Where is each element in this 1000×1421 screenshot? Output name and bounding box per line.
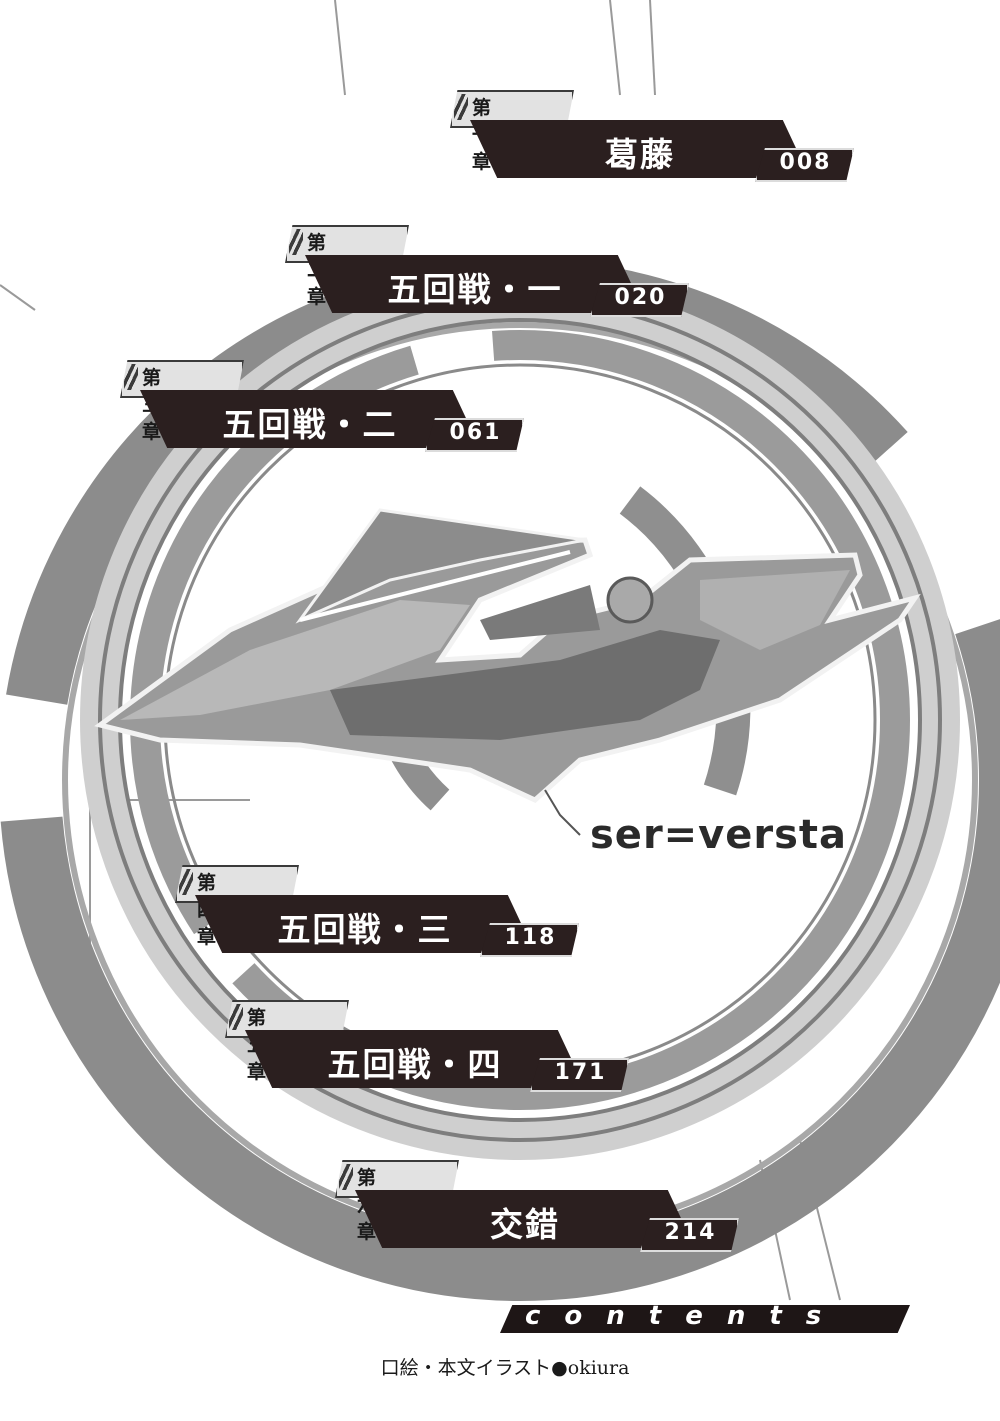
page-number: 020 xyxy=(614,285,667,310)
chapter-band xyxy=(245,1030,585,1088)
chapter-band xyxy=(140,390,480,448)
page-number: 171 xyxy=(554,1060,607,1085)
chapter-band xyxy=(305,255,645,313)
page-number: 061 xyxy=(449,420,502,445)
chapter-title: 五回戦・二 xyxy=(222,405,398,444)
slash-mark-icon xyxy=(454,94,468,120)
chapter-title: 五回戦・四 xyxy=(327,1045,503,1084)
page-number: 118 xyxy=(504,925,557,950)
page-number-box xyxy=(755,148,854,182)
slash-mark-icon xyxy=(229,1004,243,1030)
chapter-title: 葛藤 xyxy=(605,135,675,174)
illustration-credit: 口絵・本文イラスト●okiura xyxy=(380,1357,630,1379)
page-number: 214 xyxy=(664,1220,717,1245)
chapter-band xyxy=(355,1190,695,1248)
slash-mark-icon xyxy=(339,1164,353,1190)
ship-label: ser=versta xyxy=(590,812,848,858)
page-number-box xyxy=(590,283,689,317)
page-number-box xyxy=(530,1058,629,1092)
slash-mark-icon xyxy=(289,229,303,255)
chapter-title: 五回戦・一 xyxy=(387,270,563,309)
page-number: 008 xyxy=(779,150,832,175)
chapter-band xyxy=(195,895,535,953)
chapter-title: 交錯 xyxy=(490,1205,560,1244)
page-number-box xyxy=(480,923,579,957)
chapter-title: 五回戦・三 xyxy=(277,910,453,949)
slash-mark-icon xyxy=(124,364,138,390)
slash-mark-icon xyxy=(179,869,193,895)
contents-bar xyxy=(500,1305,910,1333)
ship-illustration xyxy=(94,508,921,836)
page-number-box xyxy=(640,1218,739,1252)
contents-heading: contents xyxy=(525,1301,846,1331)
chapter-band xyxy=(470,120,810,178)
